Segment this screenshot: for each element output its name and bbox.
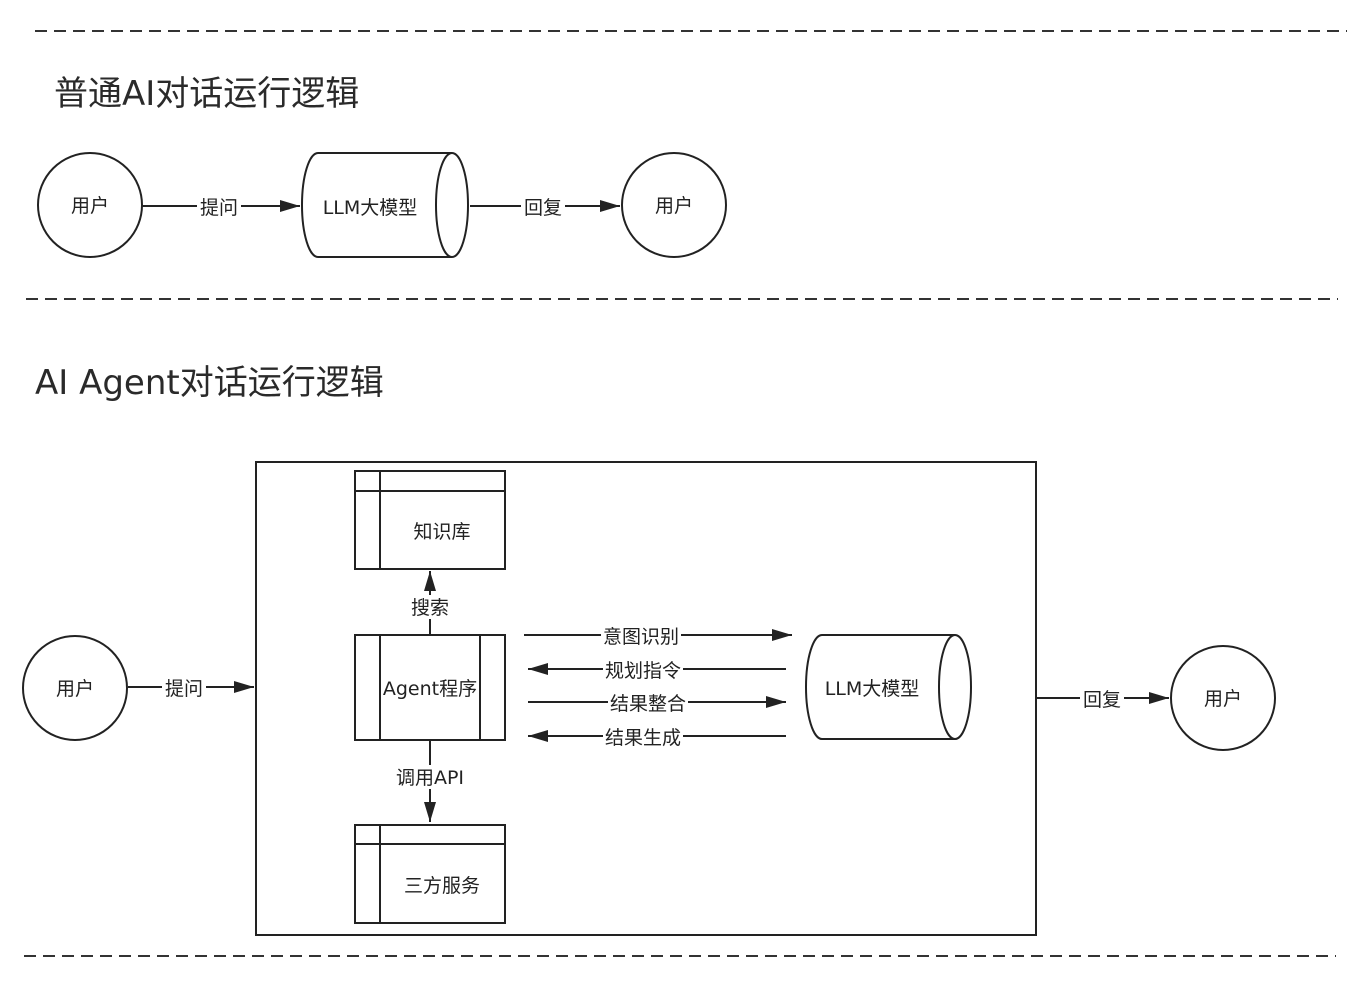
- s2-llm-label: LLM大模型: [825, 678, 920, 700]
- s2-result-integration-edge: 结果整合: [528, 691, 786, 715]
- s2-intent-recognition-edge: 意图识别: [524, 624, 792, 648]
- s2-user-right-node: 用户: [1170, 645, 1276, 751]
- s1-ask-edge: 提问: [142, 195, 300, 219]
- s1-reply-label: 回复: [524, 197, 562, 219]
- s2-reply-label: 回复: [1083, 689, 1121, 711]
- s2-user-left-node: 用户: [22, 635, 128, 741]
- s2-ask-label: 提问: [165, 678, 203, 700]
- s2-knowledge-base-node: 知识库: [354, 470, 506, 570]
- s2-user-left-label: 用户: [56, 678, 94, 700]
- s2-llm-node: LLM大模型: [805, 634, 972, 740]
- s2-agent-program-node: Agent程序: [354, 634, 506, 741]
- s1-user-right-node: 用户: [621, 152, 727, 258]
- s1-llm-label: LLM大模型: [323, 197, 418, 219]
- section2-title: AI Agent对话运行逻辑: [35, 363, 384, 403]
- s2-search-edge: 搜索: [408, 571, 452, 634]
- s1-user-right-label: 用户: [655, 195, 693, 217]
- s1-reply-edge: 回复: [470, 195, 620, 219]
- s2-user-right-label: 用户: [1204, 688, 1242, 710]
- s2-knowledge-base-label: 知识库: [413, 521, 470, 543]
- s2-third-party-label: 三方服务: [404, 875, 480, 897]
- section1-title: 普通AI对话运行逻辑: [54, 74, 360, 114]
- s1-ask-label: 提问: [200, 197, 238, 219]
- s2-reply-edge: 回复: [1037, 687, 1169, 711]
- s2-result-integration-label: 结果整合: [610, 693, 686, 715]
- s2-call-api-edge: 调用API: [394, 741, 466, 822]
- s2-intent-recognition-label: 意图识别: [603, 626, 679, 648]
- s2-plan-instructions-label: 规划指令: [605, 660, 681, 682]
- s2-third-party-node: 三方服务: [354, 824, 506, 924]
- s2-agent-program-label: Agent程序: [383, 678, 477, 700]
- s1-llm-node: LLM大模型: [301, 152, 469, 258]
- s2-result-generation-edge: 结果生成: [528, 725, 786, 749]
- s2-ask-edge: 提问: [128, 676, 254, 700]
- s1-user-left-node: 用户: [37, 152, 143, 258]
- s1-user-left-label: 用户: [71, 195, 109, 217]
- s2-result-generation-label: 结果生成: [605, 727, 681, 749]
- s2-search-label: 搜索: [411, 597, 449, 619]
- s2-call-api-label: 调用API: [396, 767, 464, 789]
- s2-plan-instructions-edge: 规划指令: [528, 658, 786, 682]
